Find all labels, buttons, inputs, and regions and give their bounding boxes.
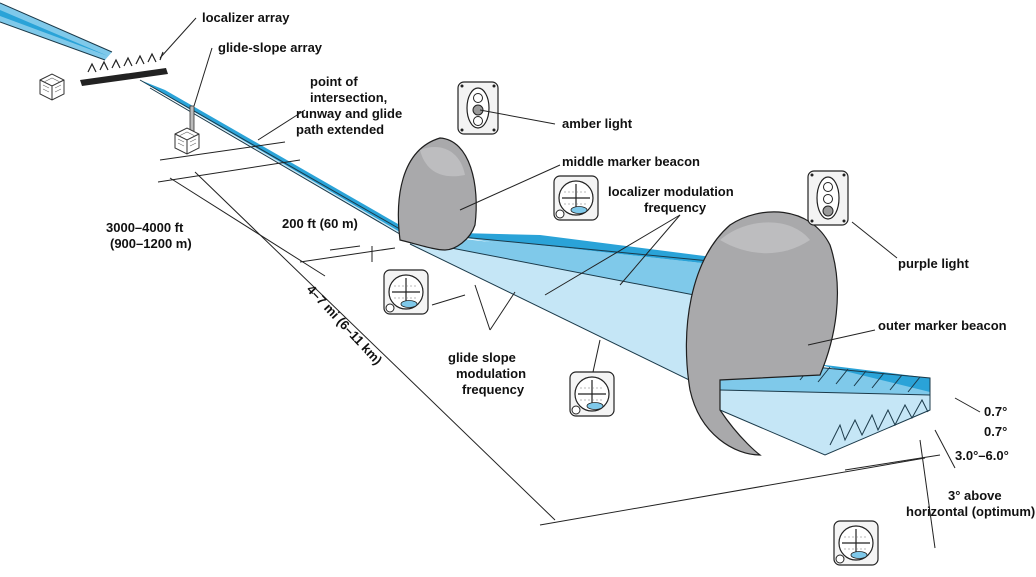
glide-path-beam [139, 79, 721, 396]
purple-light-icon [807, 170, 849, 226]
optimum-label: 3° above horizontal (optimum) [906, 488, 1035, 519]
ground-lines [157, 141, 981, 549]
amber-light-icon [457, 81, 499, 135]
ils-instrument-icon [833, 520, 879, 566]
building-icon [39, 73, 65, 101]
ils-instrument-icon [569, 371, 615, 417]
distance-3000-label: 3000–4000 ft (900–1200 m) [106, 220, 192, 251]
glide-slope-array-label: glide-slope array [218, 40, 323, 55]
building-icon [174, 127, 200, 155]
angle-top-label: 0.7° [984, 404, 1007, 419]
ils-instrument-icon [383, 269, 429, 315]
glide-slope-modulation-label: glide slope modulation frequency [448, 350, 530, 397]
localizer-modulation-label: localizer modulation frequency [608, 184, 737, 215]
localizer-array-label: localizer array [202, 10, 290, 25]
outer-marker-label: outer marker beacon [878, 318, 1007, 333]
angle-bottom-label: 0.7° [984, 424, 1007, 439]
ils-instrument-icon [553, 175, 599, 221]
middle-marker-label: middle marker beacon [562, 154, 700, 169]
antenna-array-icon [80, 51, 168, 86]
purple-light-label: purple light [898, 256, 969, 271]
labels: localizer array glide-slope array point … [106, 10, 1035, 519]
amber-light-label: amber light [562, 116, 633, 131]
intersection-label: point of intersection, runway and glide … [296, 74, 406, 137]
angle-range-label: 3.0°–6.0° [955, 448, 1009, 463]
leader-lines [159, 17, 898, 373]
height-200-label: 200 ft (60 m) [282, 216, 358, 231]
distance-4-7-label: 4–7 mi (6–11 km) [304, 282, 385, 368]
localizer-beam [0, 2, 113, 61]
middle-marker-lobe [397, 137, 477, 251]
outer-marker-lobe [685, 211, 839, 456]
